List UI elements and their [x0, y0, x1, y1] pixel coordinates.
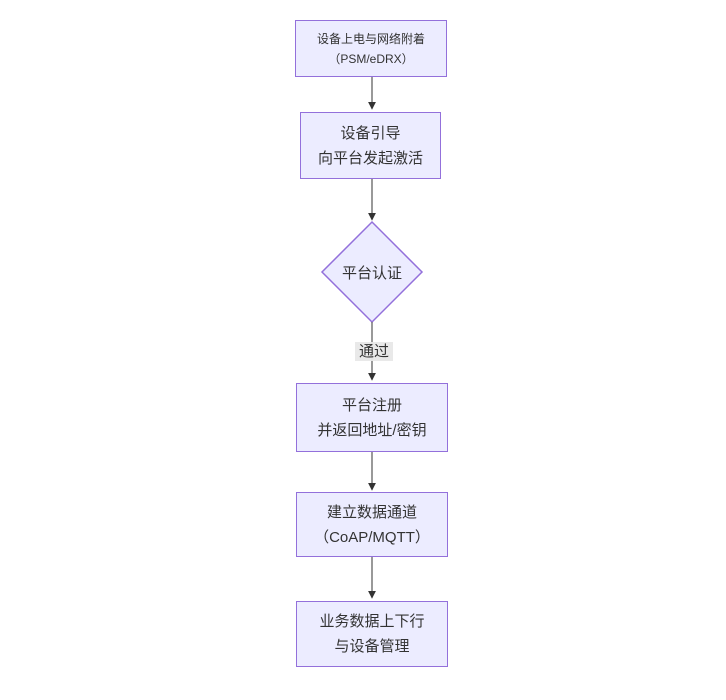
node-line: （PSM/eDRX） — [328, 51, 414, 66]
node-line: 业务数据上下行 — [319, 613, 425, 630]
node-auth-label: 平台认证 — [322, 252, 422, 292]
node-channel: 建立数据通道 （CoAP/MQTT） — [296, 492, 448, 557]
node-register: 平台注册 并返回地址/密钥 — [296, 383, 448, 452]
node-line: 向平台发起激活 — [317, 149, 423, 167]
node-line: 平台认证 — [341, 264, 402, 282]
node-line: 设备上电与网络附着 — [316, 31, 425, 46]
node-bootstrap: 设备引导 向平台发起激活 — [300, 112, 441, 179]
edge-label-pass: 通过 — [355, 342, 393, 361]
node-line: 并返回地址/密钥 — [317, 421, 427, 439]
node-line: 平台注册 — [341, 396, 402, 414]
node-line: 建立数据通道 — [326, 503, 417, 521]
node-business: 业务数据上下行 与设备管理 — [296, 601, 448, 667]
node-power-attach: 设备上电与网络附着 （PSM/eDRX） — [295, 20, 447, 77]
node-line: 与设备管理 — [334, 638, 410, 655]
node-line: 设备引导 — [340, 124, 401, 142]
edge-label-text: 通过 — [358, 343, 389, 360]
node-line: （CoAP/MQTT） — [314, 528, 430, 546]
